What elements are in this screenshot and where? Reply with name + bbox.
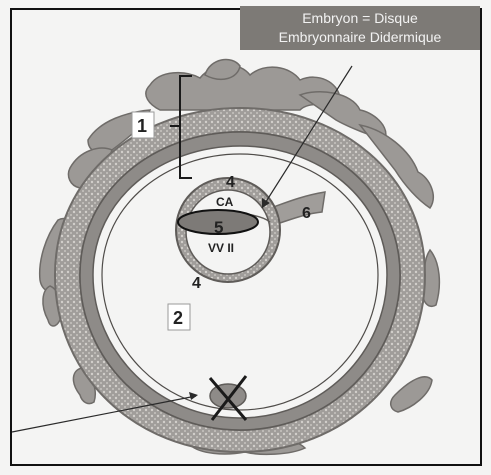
page-border	[10, 8, 482, 466]
caption-line-1: Embryon = Disque	[240, 9, 480, 28]
caption-line-2: Embryonnaire Didermique	[240, 28, 480, 47]
caption-box: Embryon = Disque Embryonnaire Didermique	[240, 6, 480, 50]
